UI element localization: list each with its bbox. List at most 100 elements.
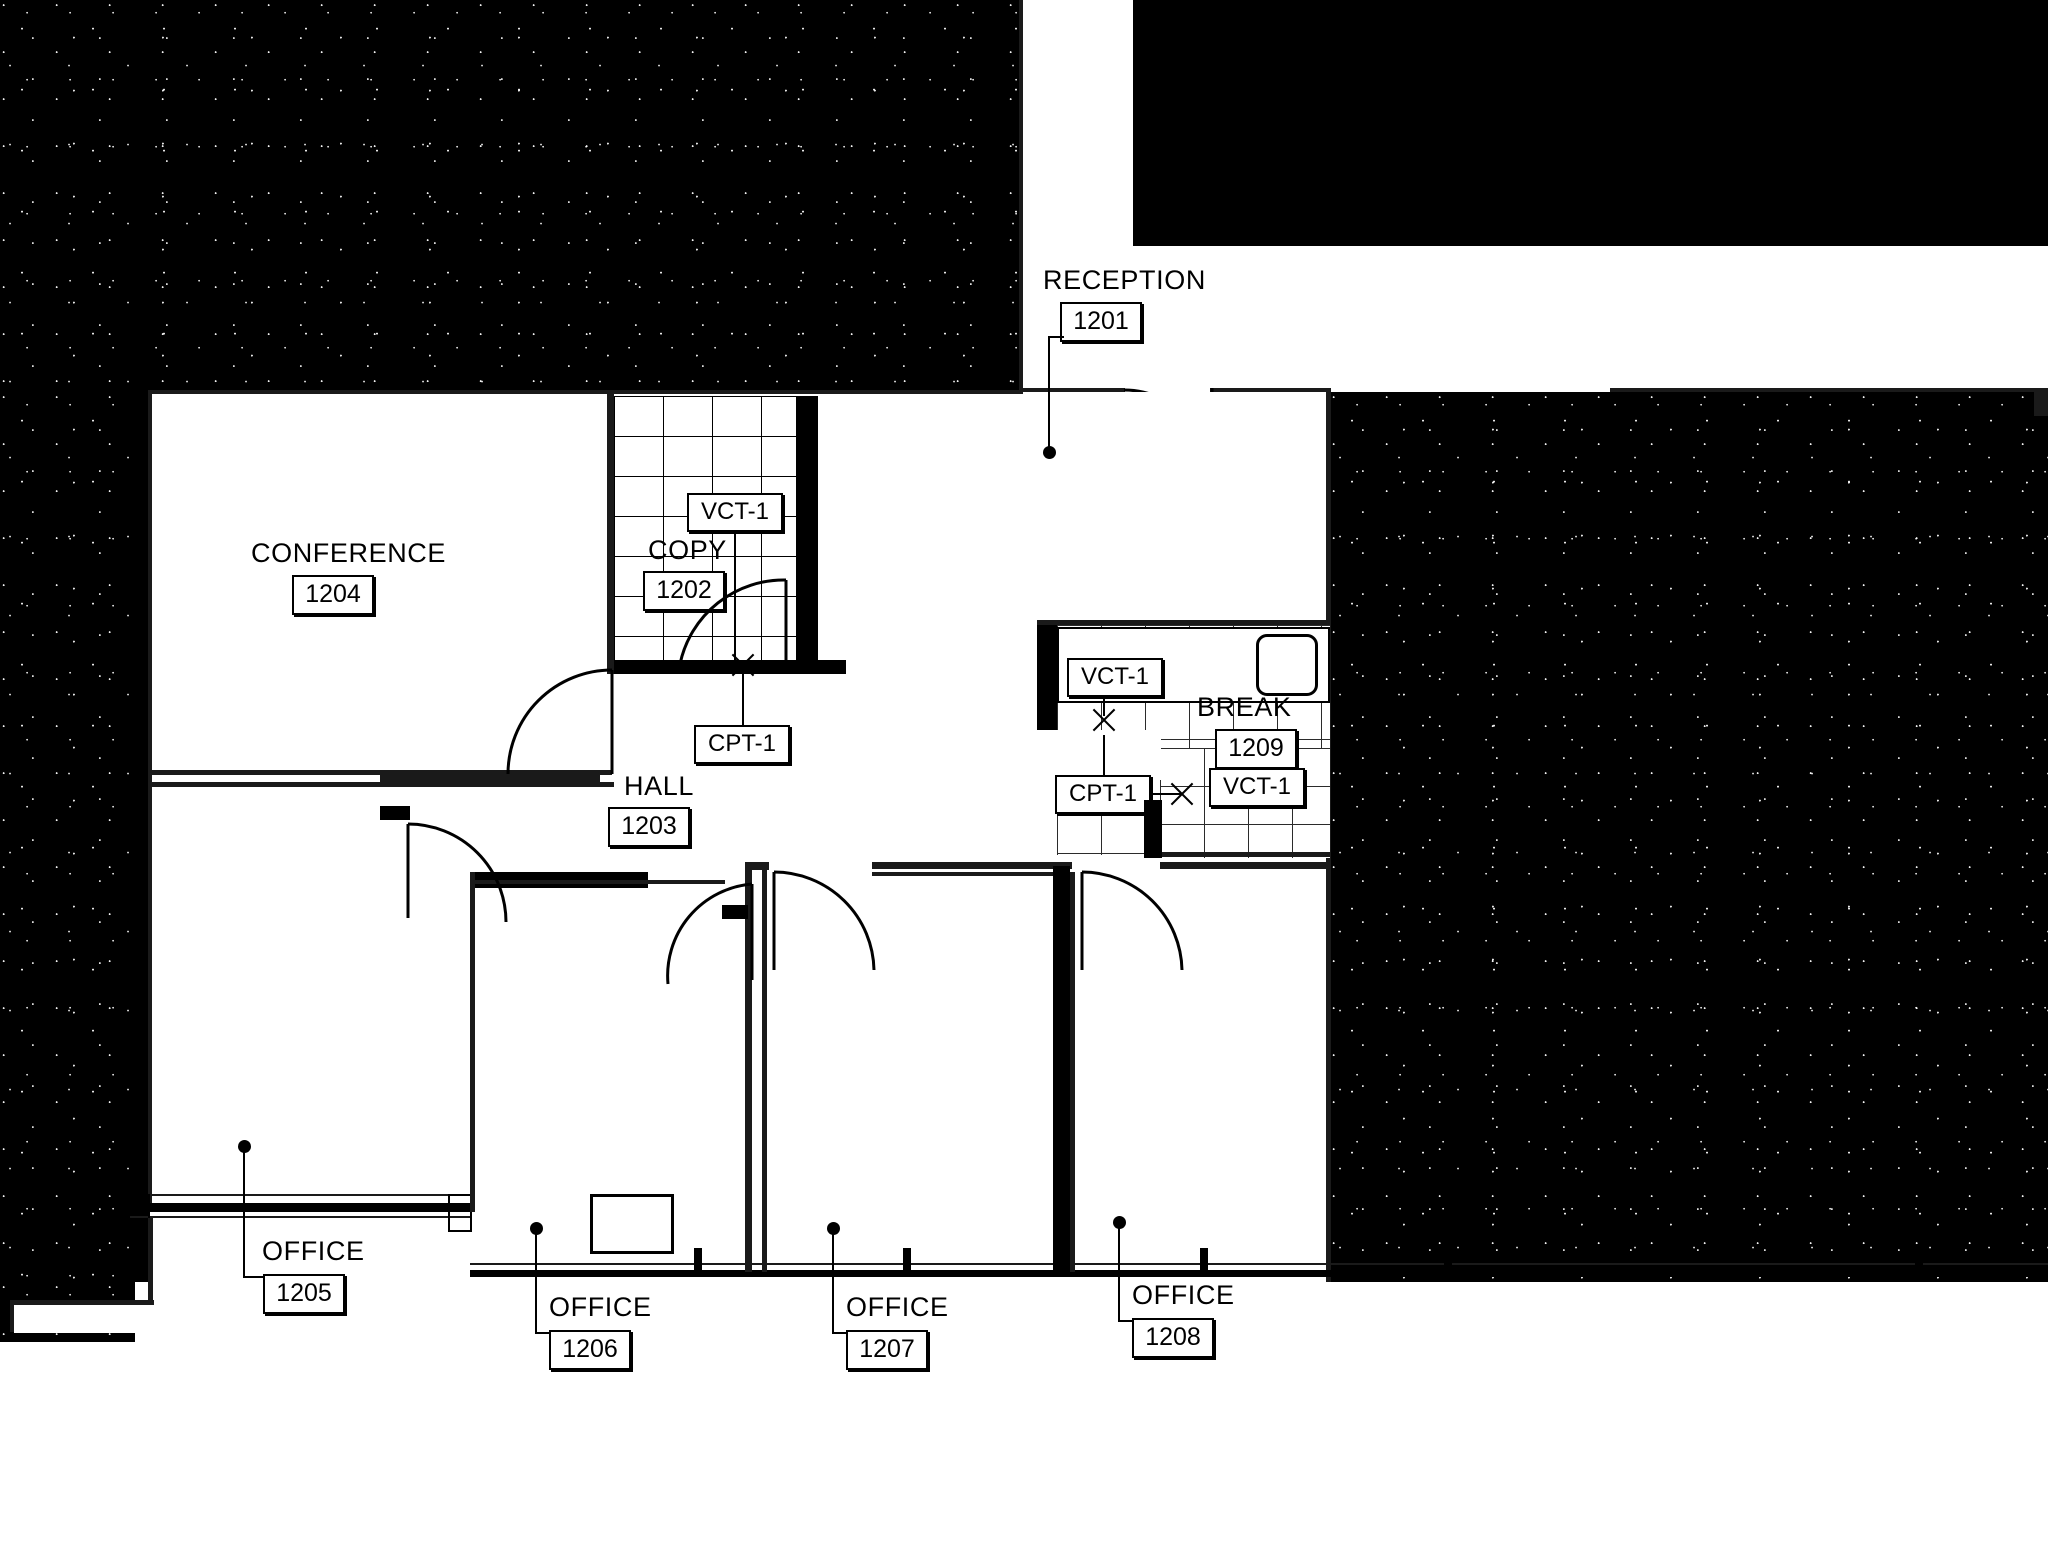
- leader-dot-office-1205: [238, 1140, 251, 1153]
- door-office-1207: [770, 866, 880, 976]
- leader-dot-office-1207: [827, 1222, 840, 1235]
- window-mullion: [1444, 1248, 1452, 1270]
- door-conference: [500, 666, 620, 786]
- leader-office-1207-horizontal: [832, 1332, 854, 1334]
- wall-office-1207-head: [872, 862, 1072, 869]
- wall-reception-south-right: [1210, 388, 1330, 393]
- wall-jamb-west-end: [128, 1194, 150, 1224]
- wall-hall-jamb-1205: [380, 806, 410, 820]
- room-tag-office-1206-number: 1206: [562, 1335, 618, 1363]
- wall-exterior-west-window: [130, 1203, 470, 1212]
- room-tag-office-1205: 1205: [263, 1274, 345, 1314]
- copy-room-vct-tile-floor: [614, 396, 796, 672]
- wall-office-1207-1208-inner: [1070, 872, 1075, 1272]
- leader-reception-vertical: [1048, 336, 1050, 448]
- wall-break-south-stub: [1144, 800, 1162, 858]
- wall-hall-jamb-1206: [722, 905, 748, 919]
- leader-dot-office-1206: [530, 1222, 543, 1235]
- room-label-reception-name: RECEPTION: [1043, 265, 1206, 295]
- room-tag-break: 1209: [1215, 729, 1297, 769]
- wall-reception-west: [1019, 0, 1023, 396]
- wall-exterior-west-window-head: [130, 1216, 470, 1218]
- room-tag-conference: 1204: [292, 575, 374, 615]
- room-label-conference-name: CONFERENCE: [251, 538, 447, 568]
- break-sink-basin: [1256, 634, 1318, 696]
- room-label-office-1206-name: OFFICE: [549, 1292, 652, 1322]
- door-office-1205: [404, 818, 514, 928]
- wall-return-lower-left-bottom: [12, 1300, 154, 1305]
- leader-cpt-copy: [742, 665, 744, 727]
- wall-office-1206-west-inner: [762, 870, 767, 1272]
- room-tag-conference-number: 1204: [305, 580, 361, 608]
- leader-office-1205-vertical: [243, 1150, 245, 1278]
- leader-office-1208-vertical: [1118, 1226, 1120, 1322]
- finish-tag-vct-break-upper-code: VCT-1: [1080, 663, 1149, 690]
- door-copy: [676, 578, 790, 668]
- room-tag-reception: 1201: [1060, 302, 1142, 342]
- wall-copy-east: [796, 396, 818, 668]
- finish-tag-vct-copy: VCT-1: [687, 493, 783, 532]
- wall-office-1206-head: [745, 862, 769, 870]
- wall-office-1205-east: [470, 872, 475, 1212]
- poche-region-upper-left: [0, 0, 1022, 392]
- room-tag-office-1208: 1208: [1132, 1318, 1214, 1358]
- room-label-office-1205-name: OFFICE: [262, 1236, 365, 1266]
- room-tag-office-1207: 1207: [846, 1330, 928, 1370]
- wall-exterior-south: [470, 1270, 2048, 1277]
- wall-return-lower-left-foot: [10, 1300, 14, 1332]
- leader-office-1206-vertical: [535, 1232, 537, 1334]
- room-tag-copy-number: 1202: [656, 576, 712, 604]
- wall-office-1208-head: [1160, 862, 1330, 869]
- leader-office-1208-horizontal: [1118, 1320, 1140, 1322]
- wall-office-1207-1208: [1053, 866, 1070, 1272]
- wall-exterior-south-inner: [470, 1263, 2048, 1265]
- lower-left-notch: [14, 1305, 154, 1333]
- window-mullion: [903, 1248, 911, 1270]
- window-mullion: [1915, 1248, 1923, 1270]
- wall-exterior-west-window-sill: [130, 1194, 470, 1196]
- floor-transition-marker-break-east: [1167, 779, 1197, 809]
- room-tag-break-number: 1209: [1228, 734, 1284, 762]
- wall-upper-right-jamb: [2034, 388, 2048, 416]
- wall-office-1206-west: [745, 862, 752, 1272]
- wall-break-north: [1037, 620, 1330, 625]
- leader-office-1205-horizontal: [243, 1276, 265, 1278]
- leader-reception-horizontal: [1048, 336, 1064, 338]
- room-tag-hall: 1203: [608, 807, 690, 847]
- room-tag-office-1206: 1206: [549, 1330, 631, 1370]
- finish-tag-cpt-copy: CPT-1: [694, 725, 790, 764]
- leader-vct-copy: [734, 531, 736, 661]
- wall-upper-right-sill: [1610, 388, 2048, 392]
- finish-tag-cpt-break-code: CPT-1: [1068, 780, 1137, 807]
- window-mullion: [694, 1248, 702, 1270]
- wall-suite-west: [148, 390, 152, 1210]
- door-office-1206: [664, 880, 760, 990]
- wall-reception-south-left: [1019, 388, 1125, 393]
- room-tag-office-1205-number: 1205: [276, 1279, 332, 1307]
- poche-region-right: [1330, 392, 2048, 1282]
- room-label-copy-name: COPY: [648, 535, 727, 565]
- room-tag-hall-number: 1203: [621, 812, 677, 840]
- leader-cpt-break-vertical: [1103, 735, 1105, 777]
- leader-dot-reception: [1043, 446, 1056, 459]
- wall-hall-south-left: [475, 880, 725, 884]
- floor-transition-marker-break-north: [1089, 705, 1119, 735]
- finish-tag-vct-copy-code: VCT-1: [700, 498, 769, 525]
- room-label-office-1207-name: OFFICE: [846, 1292, 949, 1322]
- finish-tag-vct-break-code: VCT-1: [1222, 773, 1291, 800]
- room-tag-office-1208-number: 1208: [1145, 1323, 1201, 1351]
- wall-return-lower-left: [148, 1218, 153, 1330]
- wall-office-1207-head-inner: [872, 872, 1072, 876]
- wall-conference-south: [152, 770, 612, 775]
- room-label-hall-name: HALL: [624, 771, 694, 801]
- wall-break-west-upper: [1037, 620, 1057, 730]
- reception-floor-area-2: [1133, 246, 2048, 392]
- break-room-alcove: [1057, 730, 1161, 780]
- wall-suite-north: [148, 390, 1023, 394]
- wall-break-south: [1162, 852, 1330, 857]
- finish-tag-cpt-break: CPT-1: [1055, 775, 1151, 814]
- office-1206-desk: [590, 1194, 674, 1254]
- room-tag-copy: 1202: [643, 571, 725, 611]
- room-label-office-1208-name: OFFICE: [1132, 1280, 1235, 1310]
